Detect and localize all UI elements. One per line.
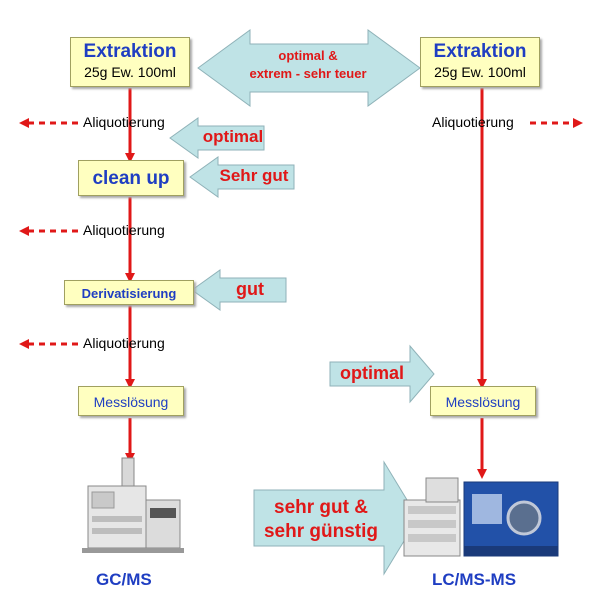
right-aliquot: Aliquotierung [432,114,514,130]
rating-lcms-cost-line2: sehr günstig [263,521,378,542]
right-messloesung-label: Messlösung [445,394,521,410]
callout-lcms-cost [253,460,419,576]
left-aliquot-2: Aliquotierung [83,222,165,238]
right-extraction-box: Extraktion 25g Ew. 100ml [420,37,540,87]
left-extraction-sub: 25g Ew. 100ml [84,64,176,80]
rating-top-double: optimal & extrem - sehr teuer [228,47,388,83]
rating-top-line1: optimal & [278,48,338,63]
callout-derivatisierung [191,269,287,311]
left-aliquot-3: Aliquotierung [83,335,165,351]
callout-cleanup [189,156,295,198]
left-messloesung-label: Messlösung [93,394,169,410]
rating-lcms-cost-line1: sehr gut & [274,497,368,518]
rating-lcms-cost: sehr gut & sehr günstig [256,496,386,544]
lcmsms-instrument-image [403,477,559,557]
left-extraction-title: Extraktion [83,41,177,62]
rating-cleanup: Sehr gut [219,166,289,185]
right-extraction-title: Extraktion [433,41,527,62]
left-aliquot-1: Aliquotierung [83,114,165,130]
right-messloesung-box: Messlösung [430,386,536,416]
callout-aliquot [169,117,265,159]
rating-lcms-optimal: optimal [339,363,404,383]
right-extraction-sub: 25g Ew. 100ml [434,64,526,80]
lcmsms-label: LC/MS-MS [432,570,517,589]
rating-aliquot: optimal [202,127,264,146]
derivatisierung-title: Derivatisierung [81,286,177,301]
cleanup-title: clean up [92,168,170,189]
gcms-label: GC/MS [96,570,152,589]
gcms-instrument-image [82,457,184,553]
derivatisierung-box: Derivatisierung [64,280,194,305]
left-messloesung-box: Messlösung [78,386,184,416]
rating-top-line2: extrem - sehr teuer [249,66,367,81]
rating-derivatisierung: gut [236,279,264,299]
left-extraction-box: Extraktion 25g Ew. 100ml [70,37,190,87]
cleanup-box: clean up [78,160,184,196]
callout-lcms-optimal [329,344,435,404]
